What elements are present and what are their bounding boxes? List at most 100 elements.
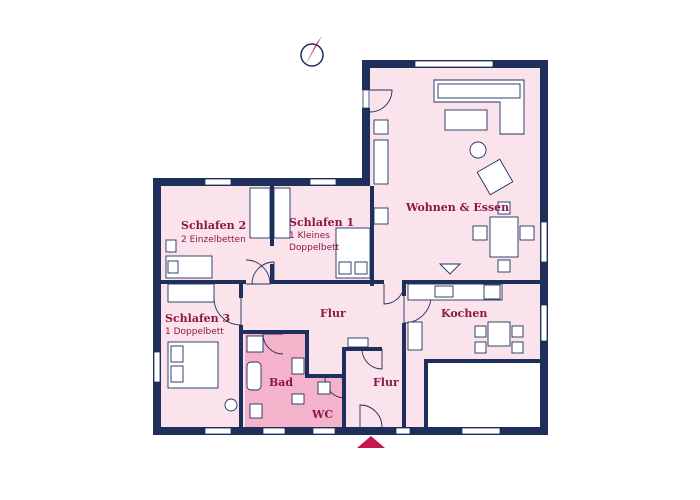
toilet-bad [249,403,263,419]
wall-s2-s1 [270,186,274,246]
lamp [438,263,462,275]
window-bad-bottom [262,427,286,435]
nightstand-s2 [165,239,177,253]
window-s2-top [204,178,232,186]
stove [483,284,501,300]
door-kochen [403,295,432,324]
toilet-wc [317,381,331,395]
label-flur-entry: Flur [373,376,399,389]
kitchen-chair-2 [511,325,524,338]
label-wc: WC [311,408,333,421]
sofa-cushion [437,83,521,99]
label-schlafen2: Schlafen 2 [181,219,246,232]
doors [213,89,432,428]
door-wc [324,377,346,399]
room-labels: Wohnen & Essen Schlafen 1 1 Kleines Dopp… [165,201,509,421]
sink-wc [291,393,305,405]
kitchen-chair-1 [474,325,487,338]
wall-outer-top-left [153,178,370,186]
label-schlafen1: Schlafen 1 [289,216,354,229]
window-s3-bottom [204,427,232,435]
wall-bad-right [305,330,309,378]
wall-s3-right [239,284,243,298]
dining-chair-1 [472,225,488,241]
flur-cabinet [347,337,369,348]
dining-table [489,216,519,258]
furniture [165,79,535,419]
label-schlafen1-detail1: 1 Kleines [289,231,330,241]
label-kochen: Kochen [441,307,487,320]
window-wohnen-right [540,221,548,263]
window-wc-bottom [312,427,336,435]
sink-bad [291,357,305,375]
shelf-wohnen-top [373,119,389,135]
wall-wc-top [305,374,345,378]
wall-kochen-bottom [424,359,540,363]
kitchen-chair-3 [474,341,487,354]
pillow-s2-1 [167,260,179,274]
compass-needle [301,36,322,74]
pillow-s3-b [170,365,184,383]
wall-garage-left [424,359,428,427]
pillow-s3-a [170,345,184,363]
wall-bad-top [243,330,309,334]
dining-chair-4 [497,259,511,273]
nightstand-s3 [224,398,238,412]
door-schlafen3 [213,297,242,326]
windows [153,60,548,435]
wall-outer-left-step [362,60,370,90]
tv-cabinet [373,139,389,185]
door-flur-entry [361,348,383,370]
window-s1-top [309,178,337,186]
kitchen-counter [407,283,503,301]
armchair [476,158,514,196]
label-flur-main: Flur [320,307,346,320]
door-front [359,404,383,428]
label-bad: Bad [269,376,293,389]
label-wohnen: Wohnen & Essen [405,201,509,214]
door-schlafen1 [251,261,275,285]
bathtub [246,361,262,391]
pillow-s1-a [338,261,352,275]
compass-needle-icon [300,36,324,74]
compass-ring [300,43,324,67]
label-schlafen3: Schlafen 3 [165,312,230,325]
wall-s3-right-lower [239,325,243,427]
wall-s1-bottom [274,280,374,284]
pillow-s1-b [354,261,368,275]
wardrobe-s2 [249,187,271,239]
wall-s2-bottom [161,280,246,284]
wall-outer-left [153,178,161,435]
kitchen-chair-4 [511,341,524,354]
garage-area [428,363,540,427]
window-wohnen-left [362,89,370,109]
window-flur-bottom [395,427,411,435]
dining-chair-3 [497,201,511,215]
kitchen-table [487,321,511,347]
window-garage-bottom [461,427,501,435]
wardrobe-s3 [167,283,215,303]
coffee-table [444,109,488,131]
label-schlafen3-detail: 1 Doppelbett [165,327,224,337]
wall-flur-wohnen [374,280,384,284]
shelf-wohnen-bottom [373,207,389,225]
window-wohnen-top [414,60,494,68]
wall-s1-wohnen [370,186,374,286]
door-wohnen-entry [369,89,393,113]
wall-outer-left-step-lower [362,108,370,186]
wall-wc-right [342,350,346,427]
wall-flur-kochen-lower [402,323,406,427]
dining-chair-2 [519,225,535,241]
shower [246,335,264,353]
label-schlafen2-detail: 2 Einzelbetten [181,235,246,245]
sink-kitchen [434,285,454,298]
window-s3-left [153,351,161,383]
window-kochen-right [540,304,548,342]
wardrobe-s1 [273,187,291,239]
entrance-triangle-icon [357,436,385,448]
plant-circle [469,141,487,159]
label-schlafen1-detail2: Doppelbett [289,243,340,253]
door-schlafen2 [245,259,271,285]
door-wohnen-flur [383,283,405,305]
